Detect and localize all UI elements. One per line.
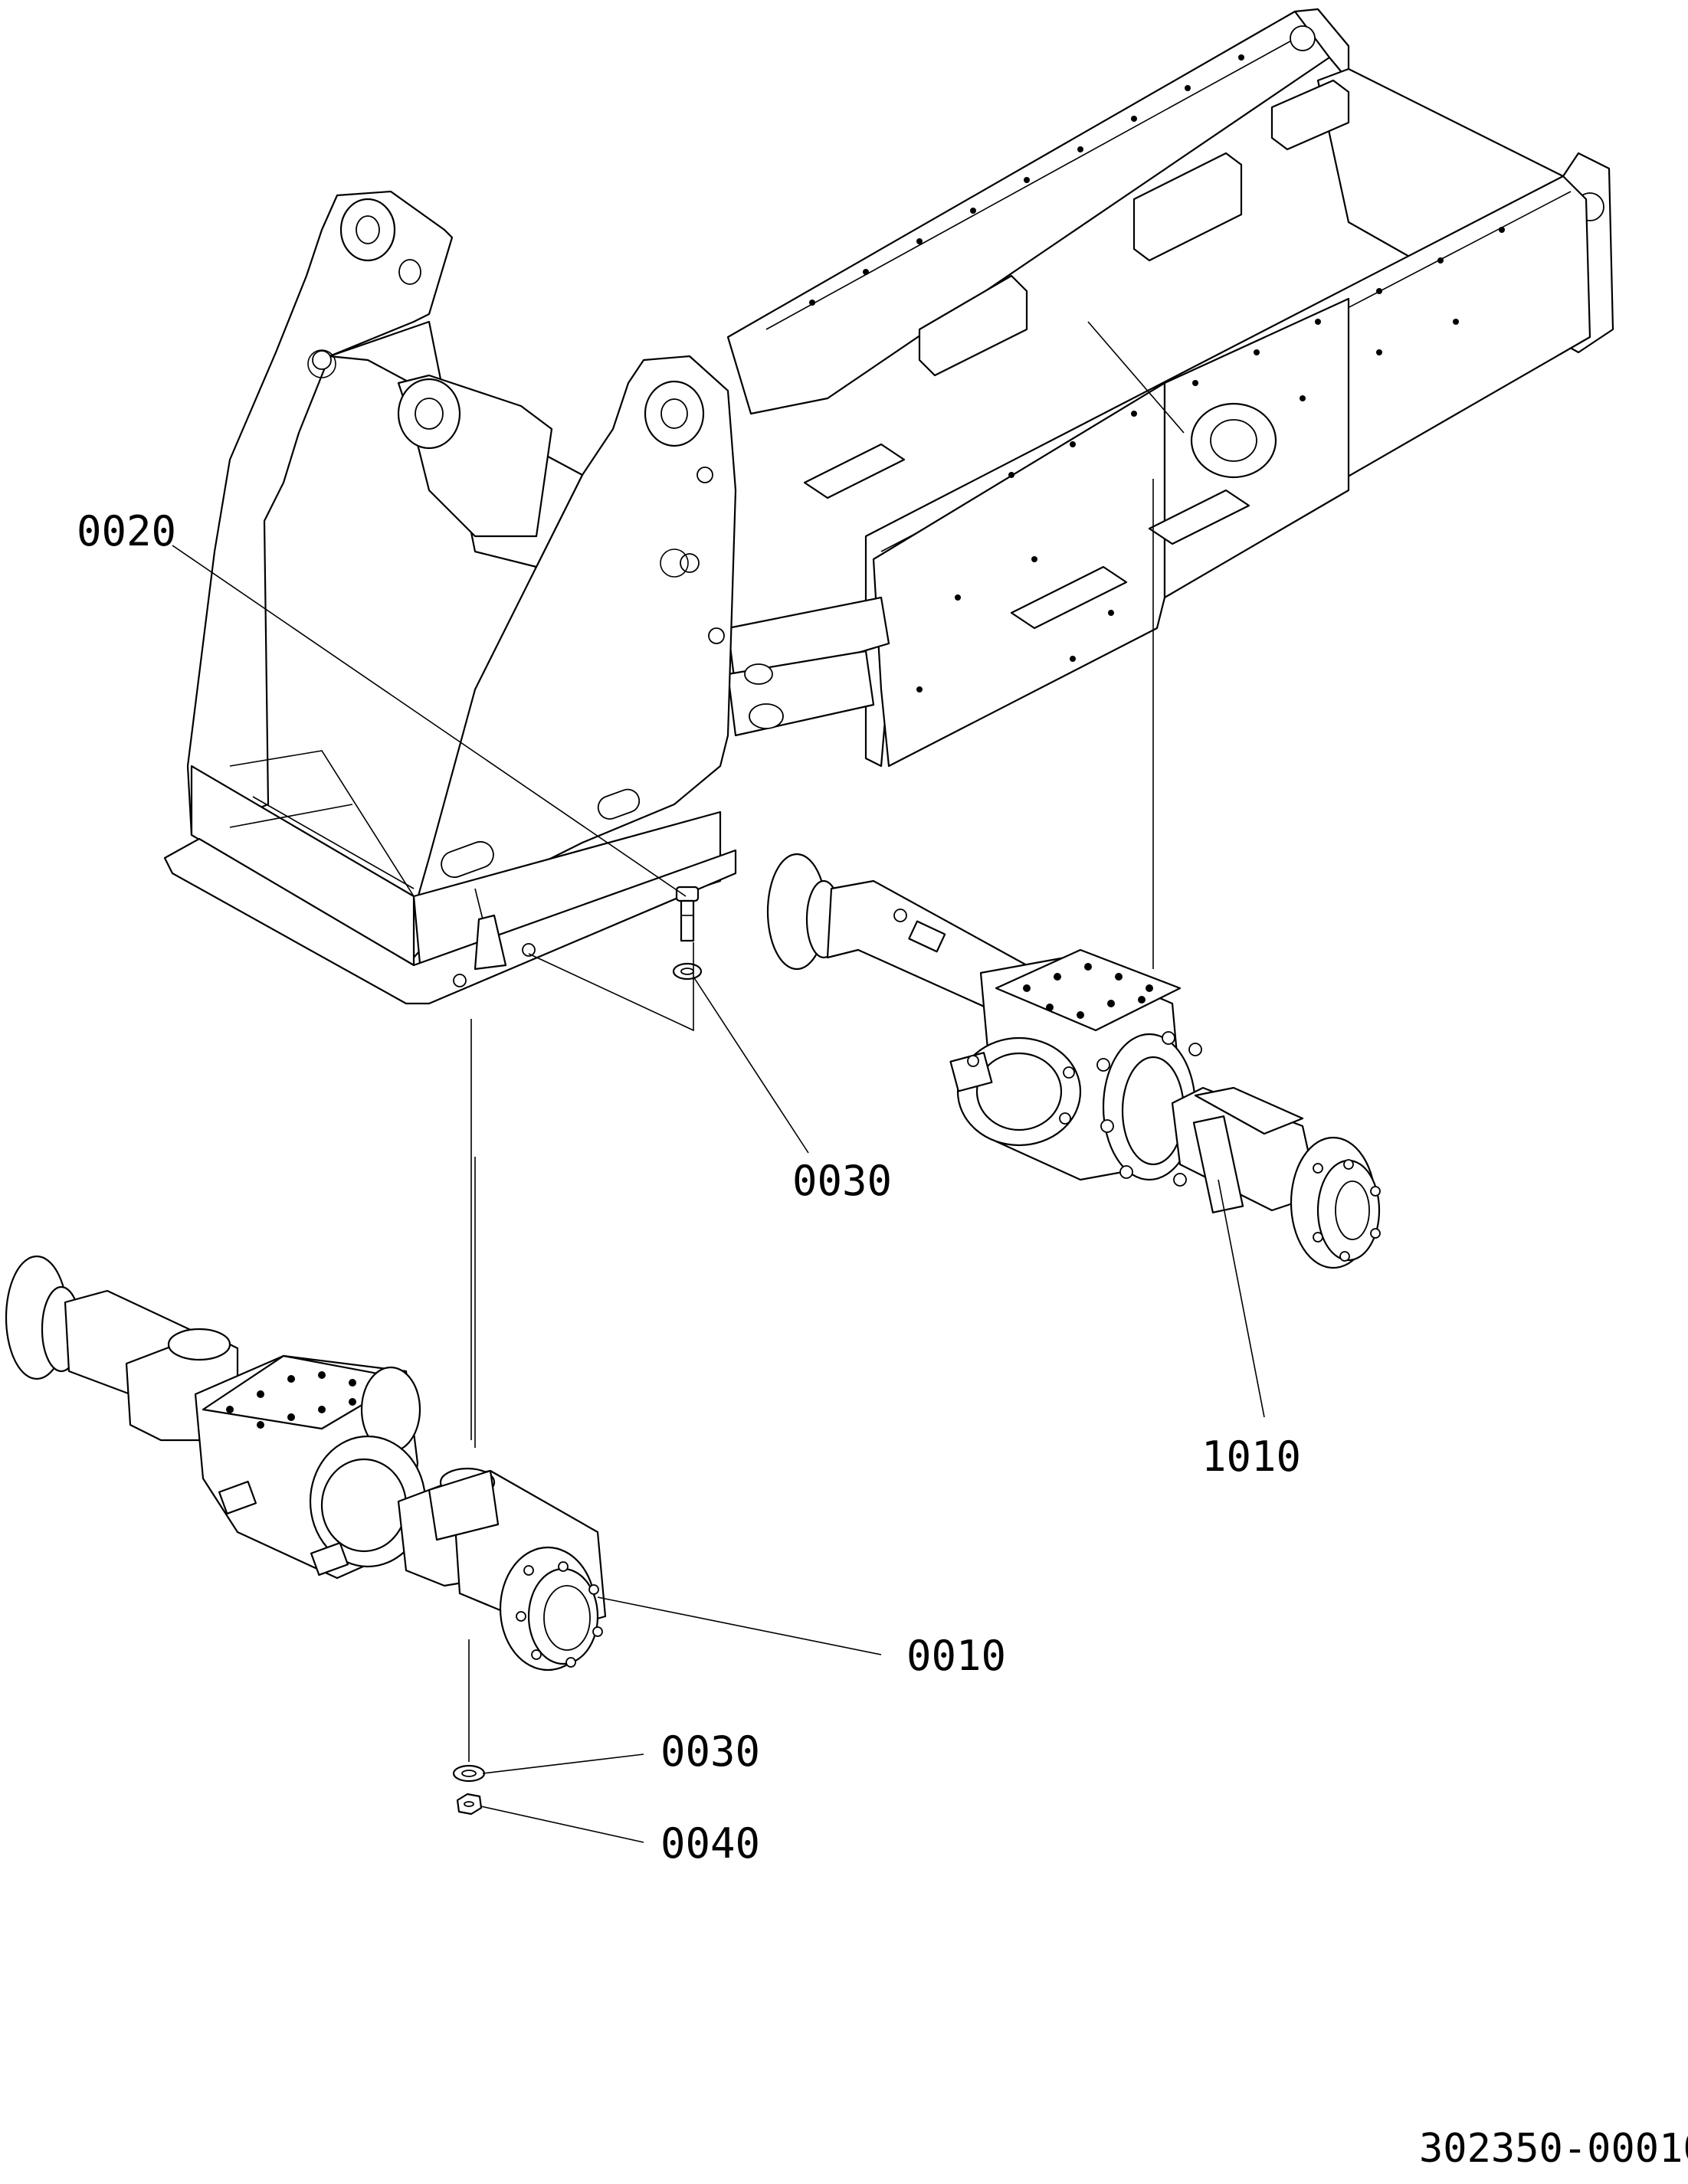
bolt-0020 bbox=[675, 886, 700, 942]
washer-0030-upper bbox=[672, 962, 703, 981]
drawing-number: 302350-00010 bbox=[1419, 2126, 1688, 2172]
callout-0030-lower: 0030 bbox=[660, 1727, 760, 1776]
callout-0030-upper: 0030 bbox=[792, 1157, 892, 1205]
assembly-lines bbox=[468, 321, 1185, 1762]
washer-0030-lower bbox=[452, 1764, 486, 1783]
front-axle-0010 bbox=[5, 1255, 607, 1672]
main-frame bbox=[726, 8, 1614, 768]
nut-0040 bbox=[456, 1793, 483, 1816]
rear-axle-1010 bbox=[766, 853, 1381, 1269]
callout-labels: 0020 0030 0010 1010 0030 0040 bbox=[77, 507, 1301, 1868]
callout-0040: 0040 bbox=[660, 1819, 760, 1868]
axle-1010-flange-bolts bbox=[967, 1031, 1202, 1187]
axle-0010-wheel-studs bbox=[516, 1561, 603, 1668]
axle-1010-wheel-studs bbox=[1313, 1159, 1381, 1262]
callout-0010: 0010 bbox=[906, 1632, 1006, 1680]
frame-bolt-holes bbox=[809, 54, 1505, 693]
callout-1010: 1010 bbox=[1201, 1433, 1301, 1481]
callout-0020: 0020 bbox=[77, 507, 176, 555]
front-frame bbox=[163, 190, 737, 1005]
axle-1010-cover-bolts bbox=[1023, 963, 1153, 1019]
leader-lines bbox=[172, 545, 1265, 1843]
